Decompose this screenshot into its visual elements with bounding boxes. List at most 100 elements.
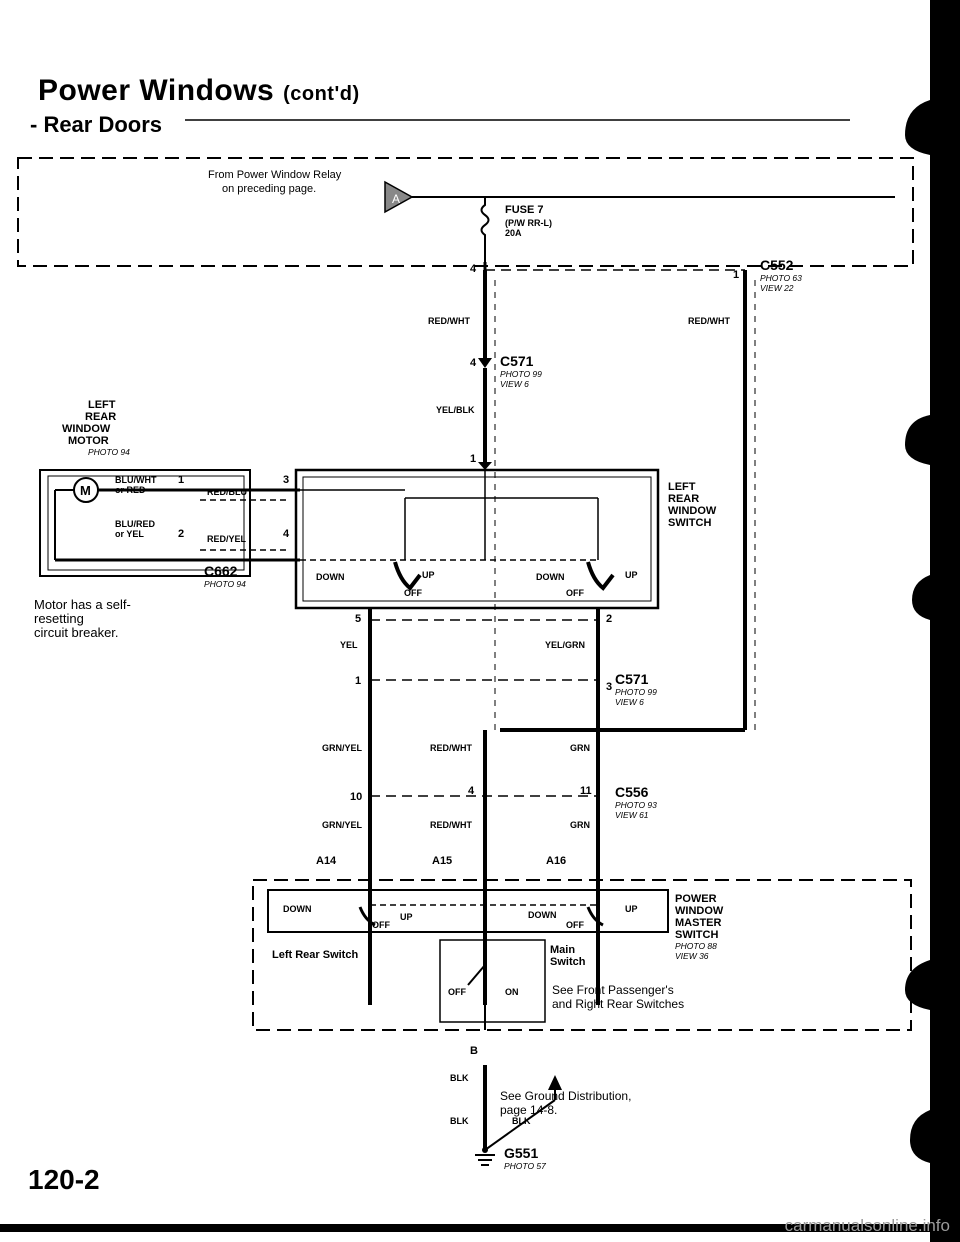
pin-1-switch: 1 (470, 453, 476, 465)
switch-off-left: OFF (404, 588, 422, 598)
switch-up-right: UP (625, 570, 638, 580)
page-subtitle: - Rear Doors (30, 112, 163, 137)
motor-note-3: circuit breaker. (34, 625, 119, 640)
c571-top-photo: PHOTO 99 (500, 369, 542, 379)
main-switch-1: Main (550, 944, 575, 956)
wire-blk-3: BLK (512, 1116, 531, 1126)
master-off-left: OFF (372, 920, 390, 930)
pin-11: 11 (580, 785, 592, 797)
pin-4-c571: 4 (470, 357, 477, 369)
master-view: VIEW 36 (675, 951, 709, 961)
watermark: carmanualsonline.info (784, 1216, 950, 1235)
binder-tabs (905, 0, 960, 1242)
wire-yel-grn: YEL/GRN (545, 640, 585, 650)
wire-red-yel: RED/YEL (207, 534, 247, 544)
switch-label-1: LEFT (668, 481, 696, 493)
g551-name: G551 (504, 1145, 538, 1161)
wire-grn-yel-2: GRN/YEL (322, 820, 363, 830)
relay-text-1: From Power Window Relay (208, 169, 342, 181)
c571-mid-photo: PHOTO 99 (615, 687, 657, 697)
master-down-left: DOWN (283, 904, 312, 914)
master-label-4: SWITCH (675, 929, 718, 941)
motor-label-1: LEFT (88, 399, 116, 411)
relay-text-2: on preceding page. (222, 183, 316, 195)
wire-red-wht-low: RED/WHT (430, 820, 472, 830)
pin-3-motor: 3 (283, 474, 289, 486)
pin-1-motor: 1 (178, 474, 184, 486)
pin-5: 5 (355, 613, 361, 625)
wire-red-wht-mid: RED/WHT (430, 743, 472, 753)
g551-photo: PHOTO 57 (504, 1161, 546, 1171)
main-off: OFF (448, 987, 466, 997)
pin-a15: A15 (432, 855, 452, 867)
wire-grn-yel-1: GRN/YEL (322, 743, 363, 753)
ground-note-2: page 14-8. (500, 1103, 557, 1117)
wire-or-yel: or YEL (115, 529, 144, 539)
switch-label-4: SWITCH (668, 517, 711, 529)
wire-yel: YEL (340, 640, 358, 650)
switch-down-left: DOWN (316, 572, 345, 582)
left-rear-switch-label: Left Rear Switch (272, 949, 358, 961)
motor-symbol: M (80, 483, 91, 498)
fuse-name: FUSE 7 (505, 204, 544, 216)
c571-top-view: VIEW 6 (500, 379, 529, 389)
master-photo: PHOTO 88 (675, 941, 717, 951)
motor-note-2: resetting (34, 611, 84, 626)
page-title: Power Windows (cont'd) (38, 74, 360, 108)
main-on: ON (505, 987, 519, 997)
wire-blk-1: BLK (450, 1073, 469, 1083)
master-down-right: DOWN (528, 910, 557, 920)
motor-label-4: MOTOR (68, 435, 109, 447)
wire-or-red: or RED (115, 485, 146, 495)
title-suffix: (cont'd) (283, 83, 360, 105)
motor-label-3: WINDOW (62, 423, 111, 435)
main-switch-2: Switch (550, 956, 586, 968)
c552-view: VIEW 22 (760, 283, 794, 293)
switch-label-2: REAR (668, 493, 699, 505)
wire-red-wht-left: RED/WHT (428, 316, 470, 326)
pin-10: 10 (350, 791, 362, 803)
c571-mid-view: VIEW 6 (615, 697, 644, 707)
switch-down-right: DOWN (536, 572, 565, 582)
see-front-2: and Right Rear Switches (552, 997, 684, 1011)
switch-up-left: UP (422, 570, 435, 580)
wire-blu-red: BLU/RED (115, 519, 155, 529)
pin-1-c571-mid: 1 (355, 675, 361, 687)
ground-note-1: See Ground Distribution, (500, 1089, 631, 1103)
pin-4-motor: 4 (283, 528, 290, 540)
master-up-right: UP (625, 904, 638, 914)
connector-a-letter: A (392, 192, 400, 206)
wire-grn-1: GRN (570, 743, 590, 753)
motor-note-1: Motor has a self- (34, 597, 131, 612)
c552-name: C552 (760, 257, 794, 273)
fuse-spec-2: 20A (505, 228, 522, 238)
pin-2-motor: 2 (178, 528, 184, 540)
c556-name: C556 (615, 784, 649, 800)
wire-grn-2: GRN (570, 820, 590, 830)
pin-4-top: 4 (470, 263, 477, 275)
c552-photo: PHOTO 63 (760, 273, 802, 283)
switch-off-right: OFF (566, 588, 584, 598)
c662-name: C662 (204, 563, 238, 579)
pin-2-switch: 2 (606, 613, 612, 625)
master-label-2: WINDOW (675, 905, 724, 917)
motor-photo: PHOTO 94 (88, 447, 130, 457)
c556-photo: PHOTO 93 (615, 800, 657, 810)
pin-1-c552: 1 (733, 269, 739, 281)
fuse-spec-1: (P/W RR-L) (505, 218, 552, 228)
motor-note: Motor has a self- resetting circuit brea… (34, 598, 131, 640)
see-front-1: See Front Passenger's (552, 983, 674, 997)
wire-yel-blk: YEL/BLK (436, 405, 475, 415)
pin-4-c556: 4 (468, 785, 475, 797)
wire-blk-2: BLK (450, 1116, 469, 1126)
connector-a-arrow: A (384, 180, 414, 214)
pin-a14: A14 (316, 855, 337, 867)
wire-red-blu: RED/BLU (207, 487, 247, 497)
wire-red-wht-right: RED/WHT (688, 316, 730, 326)
master-label-1: POWER (675, 893, 717, 905)
c571-top-name: C571 (500, 353, 534, 369)
master-up-left: UP (400, 912, 413, 922)
pin-a16: A16 (546, 855, 566, 867)
